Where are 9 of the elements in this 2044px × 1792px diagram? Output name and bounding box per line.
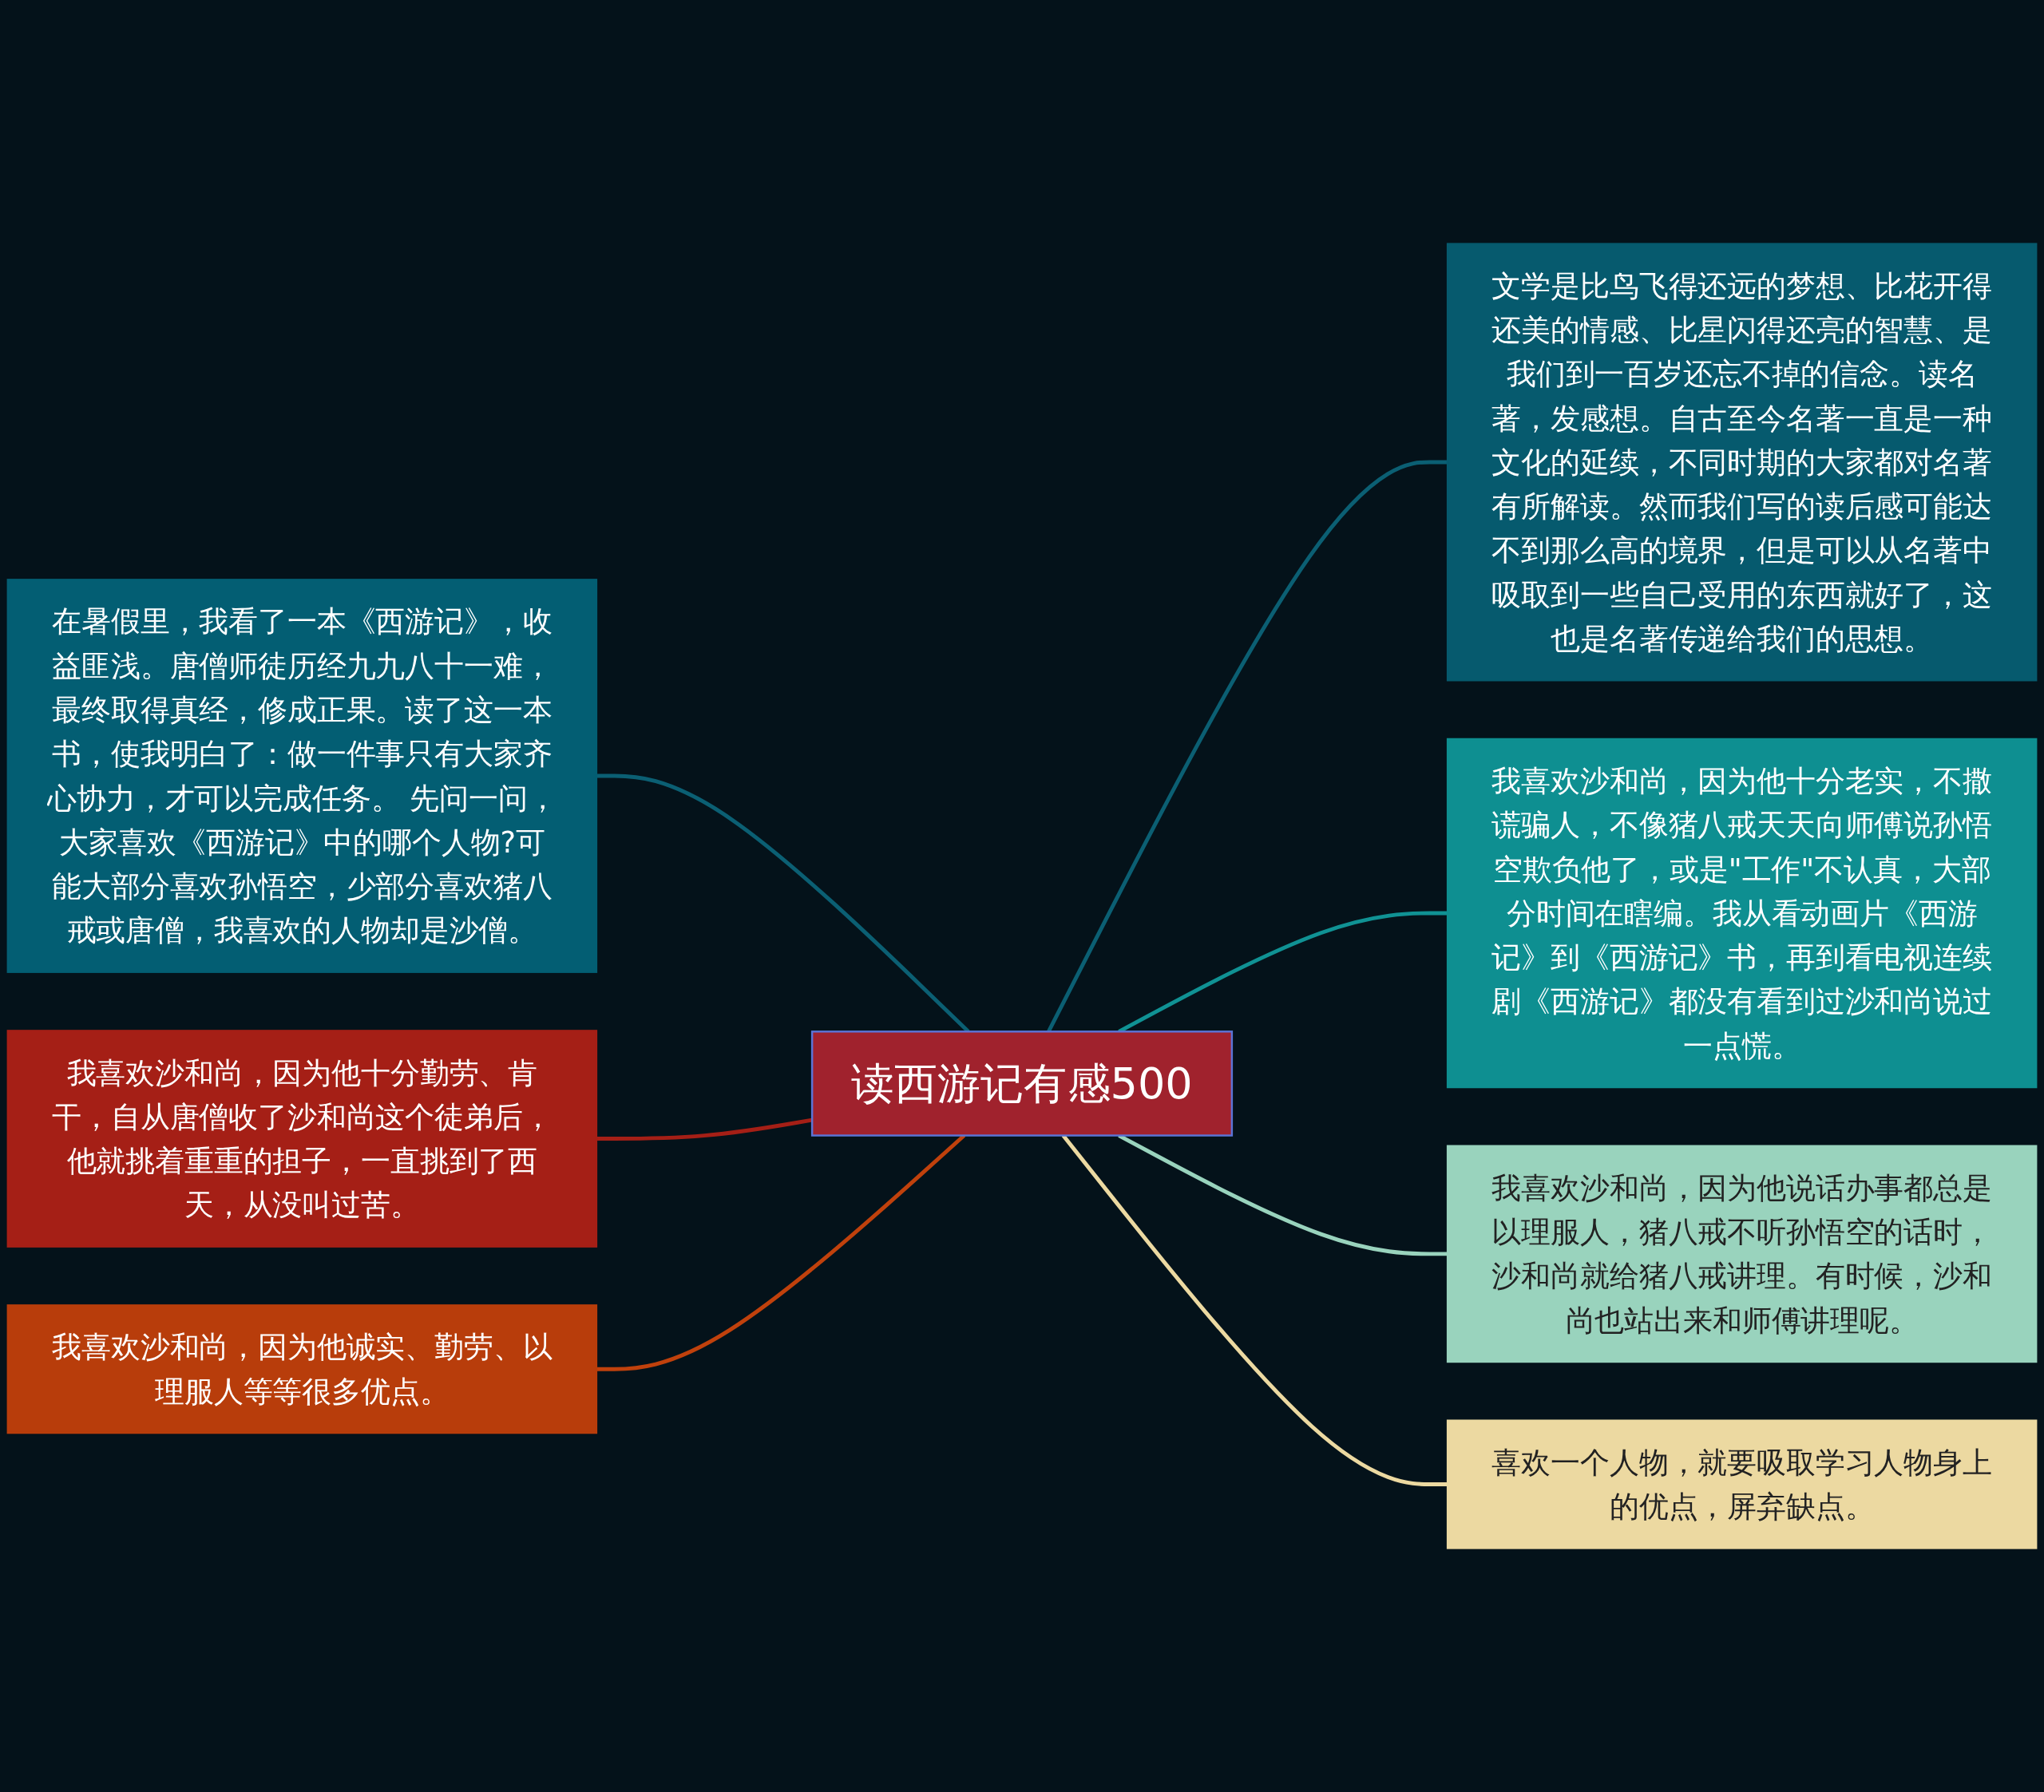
node-box: 我喜欢沙和尚，因为他十分勤劳、肯干，自从唐僧收了沙和尚这个徒弟后，他就挑着重重的担子，一直挑到了西天，从没叫过苦。 [6,1030,598,1248]
node-box: 读西游记有感500 [810,1030,1234,1137]
node-box: 我喜欢沙和尚，因为他十分老实，不撒谎骗人，不像猪八戒天天向师傅说孙悟空欺负他了，或是"工作"不认真，大部分时间在瞎编。我从看动画片《西游记》到《西游记》书，再到看电视连续剧《西游记》都没有看到过沙和尚说过一点慌。 [1446,738,2038,1089]
node-box: 我喜欢沙和尚，因为他说话办事都总是以理服人，猪八戒不听孙悟空的话时，沙和尚就给猪八戒讲理。有时候，沙和尚也站出来和师傅讲理呢。 [1446,1145,2038,1363]
node-box: 在暑假里，我看了一本《西游记》，收益匪浅。唐僧师徒历经九九八十一难，最终取得真经，修成正果。读了这一本书，使我明白了：做一件事只有大家齐心协力，才可以完成任务。 先问一问，大家喜欢《西游记》中的哪个人物?可能大部分喜欢孙悟空，少部分喜欢猪八戒或唐僧，我喜欢的人物却是沙僧。 [6,579,598,973]
node-box: 文学是比鸟飞得还远的梦想、比花开得还美的情感、比星闪得还亮的智慧、是我们到一百岁还忘不掉的信念。读名著，发感想。自古至今名著一直是一种文化的延续，不同时期的大家都对名著有所解读。然而我们写的读后感可能达不到那么高的境界，但是可以从名著中吸取到一些自己受用的东西就好了，这也是名著传递给我们的思想。 [1446,243,2038,682]
node-box: 我喜欢沙和尚，因为他诚实、勤劳、以理服人等等很多优点。 [6,1304,598,1434]
connector [596,1118,813,1141]
node-box: 喜欢一个人物，就要吸取学习人物身上的优点，屏弃缺点。 [1446,1419,2038,1549]
